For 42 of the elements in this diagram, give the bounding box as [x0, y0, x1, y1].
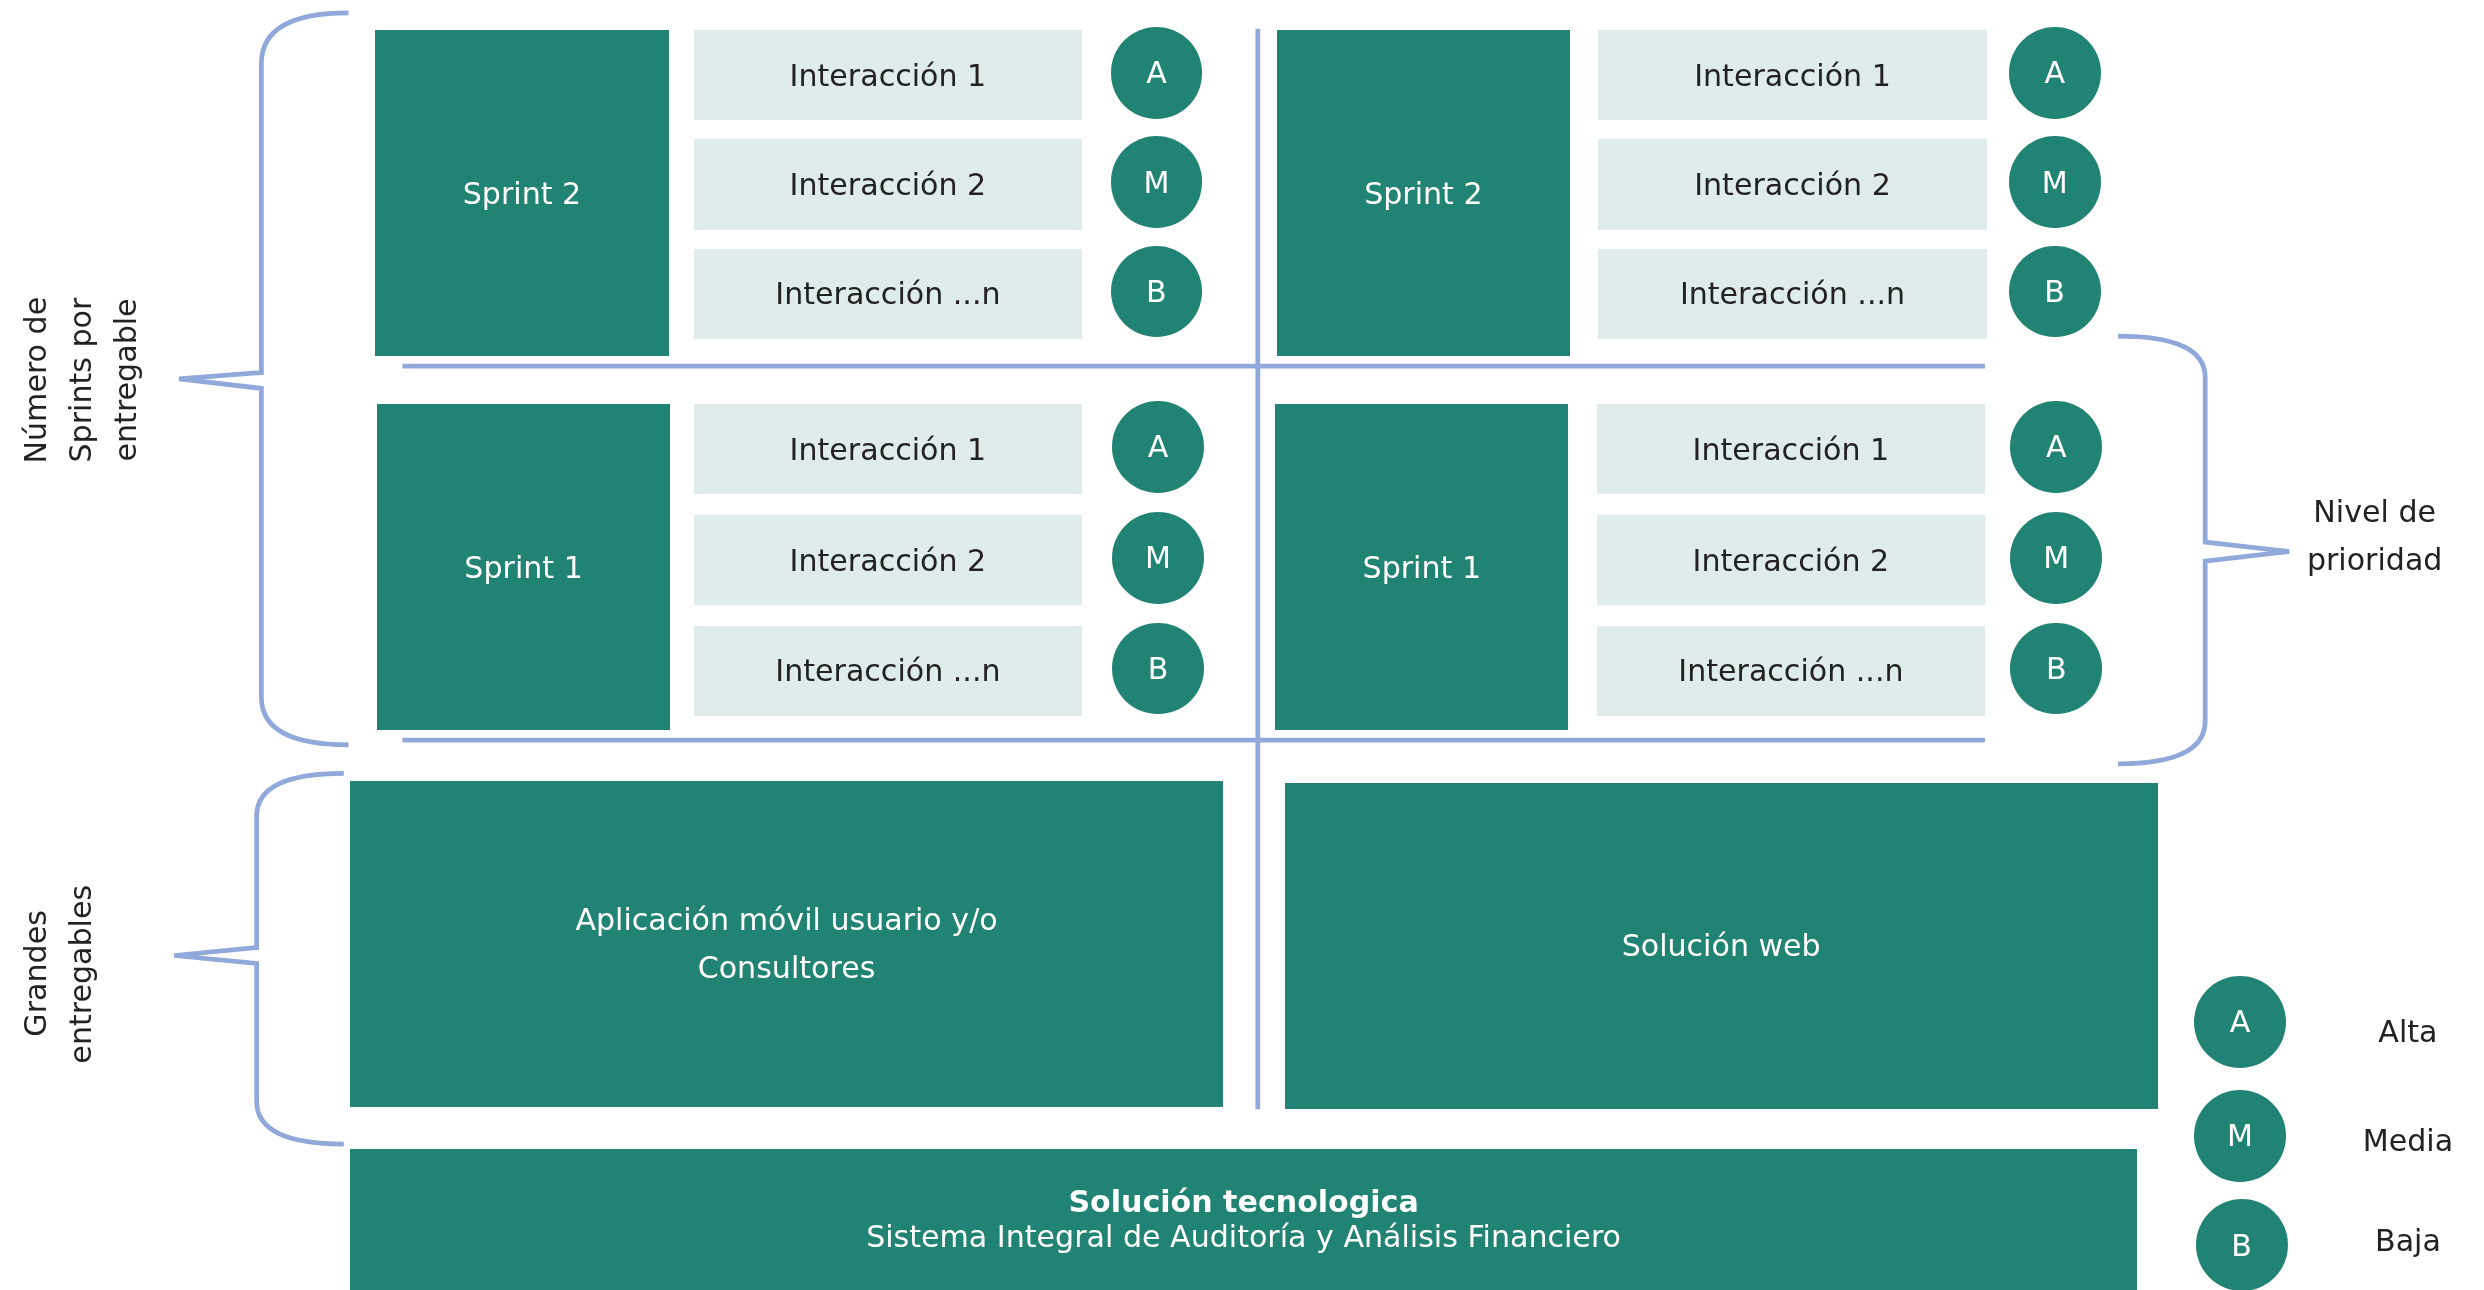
iteration-box: Interacción 1	[1596, 403, 1985, 495]
priority-label: Alta	[2377, 1012, 2439, 1051]
priority-circle: B	[2195, 1199, 2288, 1290]
iteration-box: Interacción 2	[693, 514, 1082, 606]
deliverable-box: Aplicación móvil usuario y/o Consultores	[350, 781, 1223, 1108]
axis-label: Grandes entregables	[16, 883, 99, 1066]
iteration-box: Interacción 1	[693, 403, 1082, 495]
iteration-box: Interacción ...n	[693, 625, 1082, 717]
iteration-box: Interacción 1	[1598, 30, 1987, 121]
sprint-box: Sprint 1	[377, 403, 671, 731]
priority-circle: M	[1112, 511, 1204, 604]
priority-circle: A	[2194, 975, 2286, 1068]
priority-circle: B	[1112, 622, 1204, 715]
priority-label: Baja	[2374, 1221, 2442, 1260]
priority-circle: A	[1112, 400, 1204, 493]
sprint-box: Sprint 1	[1275, 403, 1569, 731]
priority-circle: M	[2010, 511, 2103, 604]
side-label: Nivel de prioridad	[2305, 492, 2444, 580]
iteration-box: Interacción 2	[1598, 139, 1987, 230]
deliverable-box: Solución web	[1284, 782, 2158, 1109]
banner-subtitle: Sistema Integral de Auditoría y Análisis Financiero	[866, 1219, 1621, 1254]
iteration-box: Interacción ...n	[1596, 625, 1985, 717]
priority-label: Media	[2361, 1121, 2455, 1160]
priority-circle: A	[1110, 26, 1203, 119]
iteration-box: Interacción ...n	[1598, 248, 1987, 339]
priority-circle: A	[2010, 400, 2103, 493]
priority-circle: B	[2008, 245, 2101, 338]
iteration-box: Interacción 2	[1596, 514, 1985, 606]
priority-circle: B	[1110, 245, 1203, 338]
sprint-box: Sprint 2	[375, 30, 669, 357]
iteration-box: Interacción 2	[693, 139, 1082, 230]
sprint-box: Sprint 2	[1276, 30, 1570, 357]
iteration-box: Interacción ...n	[693, 248, 1082, 339]
axis-label: Número de Sprints por entregable	[16, 295, 144, 466]
priority-circle: A	[2008, 26, 2101, 119]
priority-circle: M	[1110, 136, 1203, 229]
iteration-box: Interacción 1	[693, 30, 1082, 121]
banner-heading: Solución tecnologica	[1068, 1184, 1419, 1219]
priority-circle: B	[2010, 622, 2103, 715]
priority-circle: M	[2194, 1089, 2286, 1182]
priority-circle: M	[2008, 136, 2101, 229]
solution-banner	[350, 1148, 2138, 1290]
